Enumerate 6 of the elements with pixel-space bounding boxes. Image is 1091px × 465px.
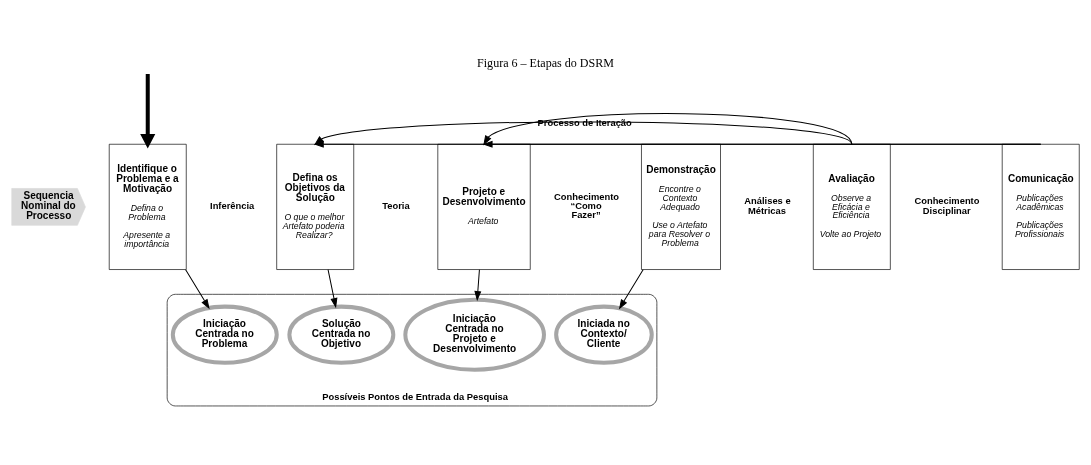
label: Teoria (382, 200, 410, 211)
diagram-title: Figura 6 – Etapas do DSRM (477, 55, 614, 70)
label: Inferência (210, 200, 255, 211)
label: Conhecimento Disciplinar (914, 195, 980, 216)
label: Análises e Métricas (744, 195, 791, 216)
label: Conhecimento “Como Fazer” (554, 191, 620, 220)
